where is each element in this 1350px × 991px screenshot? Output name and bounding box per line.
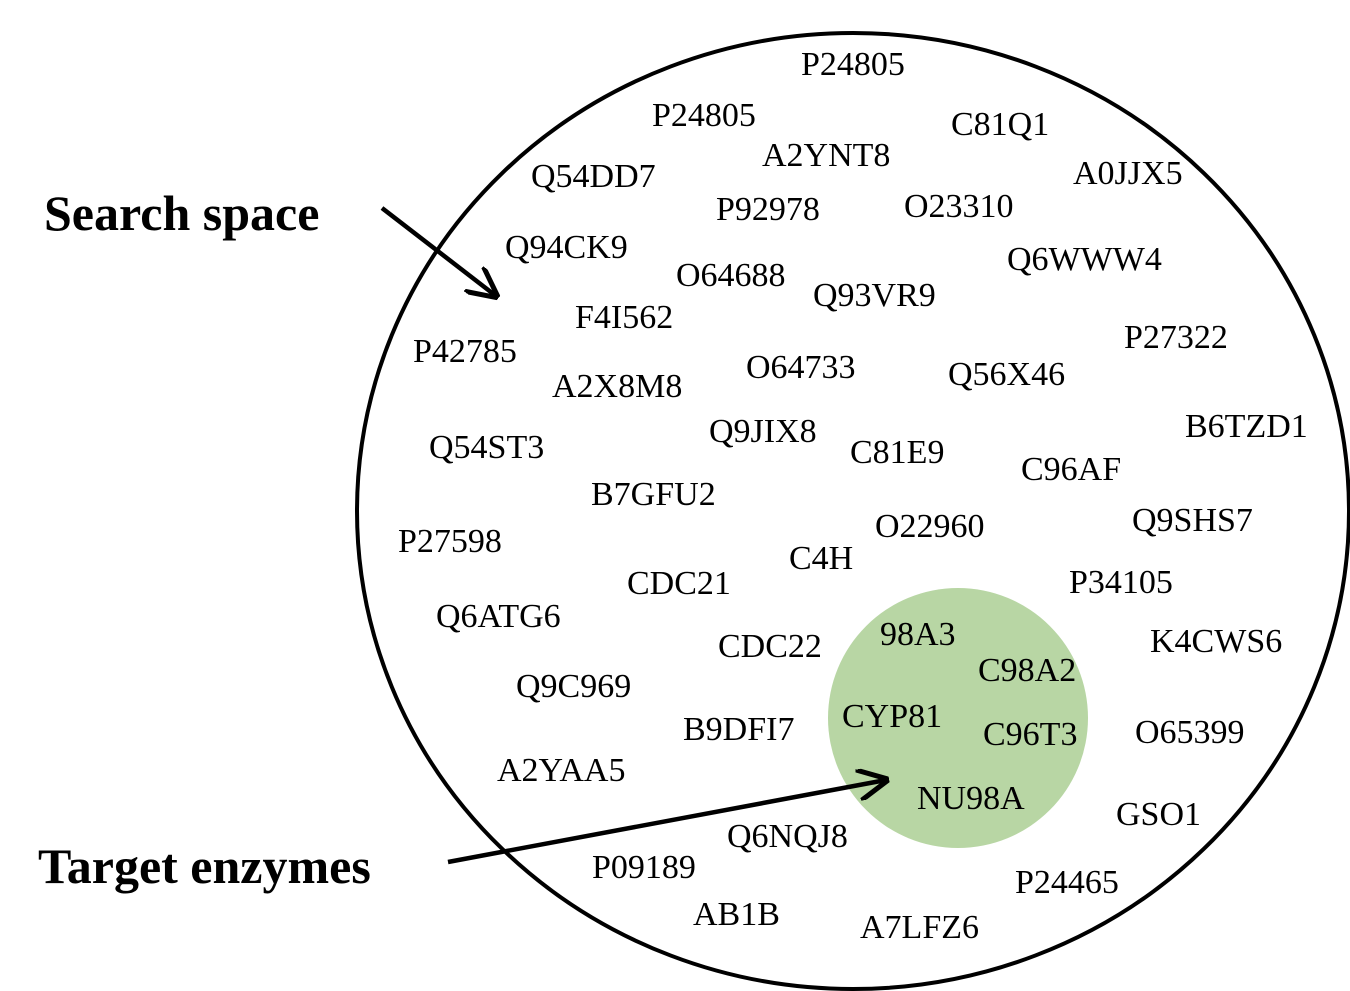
enzyme-id-label: P27598 [398, 523, 502, 560]
target-enzyme-id-label: CYP81 [842, 698, 942, 735]
enzyme-id-label: P24805 [801, 46, 905, 83]
enzyme-id-label: P24465 [1015, 864, 1119, 901]
search-space-circle [355, 31, 1350, 991]
enzyme-id-label: AB1B [693, 896, 780, 933]
enzyme-id-label: A2YAA5 [497, 752, 625, 789]
enzyme-id-label: P27322 [1124, 319, 1228, 356]
enzyme-id-label: Q93VR9 [813, 277, 936, 314]
enzyme-id-label: P92978 [716, 191, 820, 228]
enzyme-id-label: C4H [789, 540, 853, 577]
enzyme-id-label: Q9JIX8 [709, 413, 817, 450]
target-enzymes-circle [828, 588, 1088, 848]
enzyme-id-label: Q6WWW4 [1007, 241, 1162, 278]
enzyme-id-label: P24805 [652, 97, 756, 134]
target-enzyme-id-label: C98A2 [978, 652, 1076, 689]
enzyme-id-label: O64733 [746, 349, 856, 386]
target-enzyme-ids: 98A3 C98A2 CYP81 C96T3 NU98A [842, 616, 1077, 817]
enzyme-id-label: C81Q1 [951, 106, 1049, 143]
enzyme-id-label: A2X8M8 [552, 368, 682, 405]
search-space-ids: P24805 P24805 C81Q1 Q54DD7 A2YNT8 A0JJX5… [398, 46, 1308, 946]
enzyme-id-label: O23310 [904, 188, 1014, 225]
enzyme-id-label: C81E9 [850, 434, 944, 471]
enzyme-id-label: Q9C969 [516, 668, 631, 705]
enzyme-id-label: O22960 [875, 508, 985, 545]
enzyme-id-label: P34105 [1069, 564, 1173, 601]
enzyme-id-label: A2YNT8 [762, 137, 890, 174]
enzyme-id-label: K4CWS6 [1150, 623, 1282, 660]
target-enzymes-arrow [447, 780, 886, 865]
search-space-arrow [380, 206, 496, 296]
enzyme-id-label: Q54ST3 [429, 429, 544, 466]
enzyme-id-label: O64688 [676, 257, 786, 294]
search-space-label: Search space [44, 185, 319, 241]
enzyme-id-label: CDC21 [627, 565, 731, 602]
enzyme-id-label: P09189 [592, 849, 696, 886]
enzyme-id-label: C96AF [1021, 451, 1121, 488]
enzyme-id-label: Q6ATG6 [436, 598, 561, 635]
target-enzyme-id-label: C96T3 [983, 716, 1077, 753]
enzyme-id-label: Q54DD7 [531, 158, 656, 195]
enzyme-id-label: B6TZD1 [1185, 408, 1308, 445]
enzyme-id-label: Q9SHS7 [1132, 502, 1253, 539]
enzyme-id-label: B7GFU2 [591, 476, 716, 513]
target-enzymes-label: Target enzymes [38, 838, 371, 894]
enzyme-id-label: P42785 [413, 333, 517, 370]
enzyme-id-label: Q56X46 [948, 356, 1065, 393]
enzyme-id-label: Q94CK9 [505, 229, 628, 266]
enzyme-id-label: B9DFI7 [683, 711, 794, 748]
target-enzyme-id-label: 98A3 [880, 616, 956, 653]
enzyme-id-label: GSO1 [1116, 796, 1201, 833]
enzyme-id-label: Q6NQJ8 [727, 818, 848, 855]
target-enzyme-id-label: NU98A [917, 780, 1025, 817]
enzyme-id-label: A0JJX5 [1073, 155, 1183, 192]
enzyme-id-label: CDC22 [718, 628, 822, 665]
enzyme-id-label: F4I562 [575, 299, 673, 336]
enzyme-id-label: A7LFZ6 [860, 909, 979, 946]
enzyme-id-label: O65399 [1135, 714, 1245, 751]
